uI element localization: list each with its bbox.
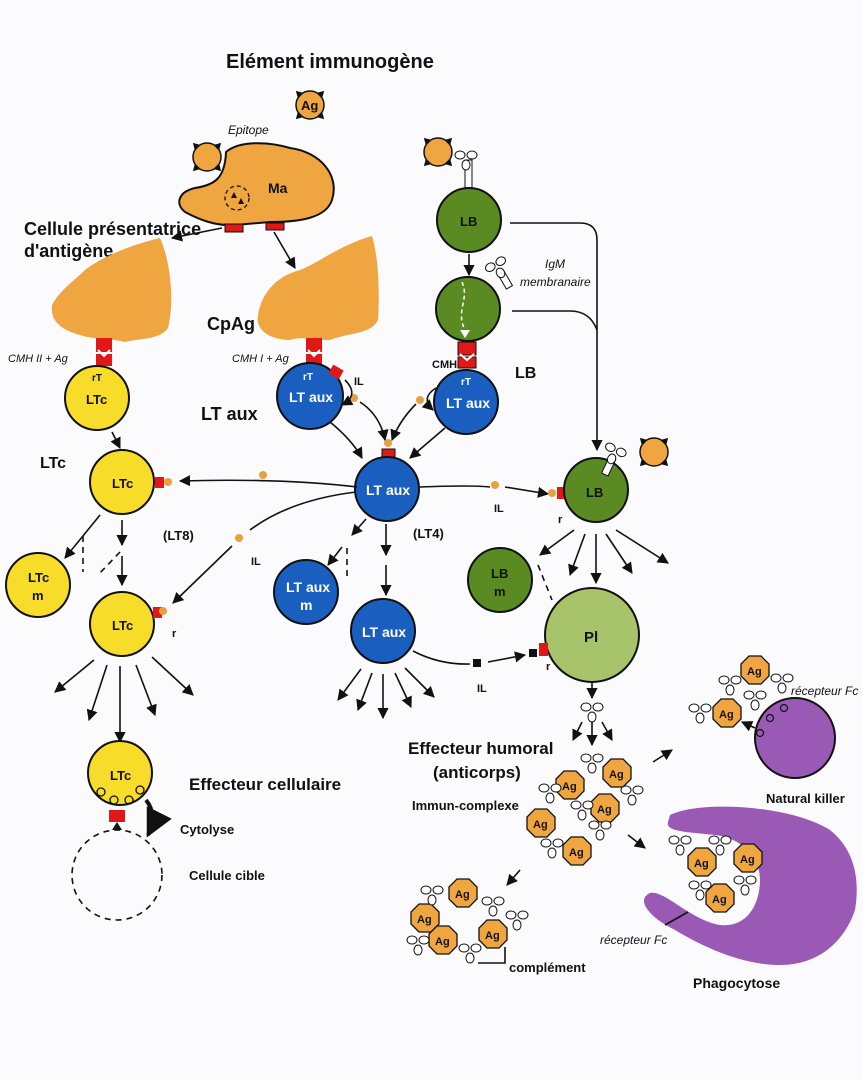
svg-text:Ag: Ag	[597, 804, 612, 816]
immun-complexe-label: Immun-complexe	[412, 798, 519, 813]
cytolyse-label: Cytolyse	[180, 822, 234, 837]
r-label-3: r	[546, 661, 551, 673]
phagocyte-complex: Ag Ag Ag	[668, 835, 763, 913]
svg-text:rT: rT	[92, 373, 102, 384]
ltc-cell-2: LTc	[89, 449, 155, 515]
apc-cell-cpag	[257, 236, 379, 340]
svg-text:Ag: Ag	[609, 769, 624, 781]
svg-text:LT aux: LT aux	[366, 482, 410, 498]
lb-cell-2	[435, 276, 501, 342]
effecteur-humoral-label: Effecteur humoral	[408, 739, 553, 758]
svg-text:m: m	[32, 588, 44, 603]
il-label-3: IL	[477, 683, 487, 695]
svg-text:LT aux: LT aux	[286, 579, 330, 595]
target-cell	[71, 829, 163, 921]
lt8-label: (LT8)	[163, 528, 194, 543]
ltc-effector-cell: LTc	[87, 740, 153, 806]
epitope-label: Epitope	[228, 123, 269, 137]
lb-memory-cell: LB m	[467, 547, 533, 613]
svg-text:Ag: Ag	[569, 847, 584, 859]
svg-text:LTc: LTc	[28, 570, 49, 585]
ltc-cell-1: rT LTc	[64, 365, 130, 431]
svg-text:m: m	[300, 597, 312, 613]
ma-label: Ma	[268, 180, 288, 196]
lt4-label: (LT4)	[413, 526, 444, 541]
anticorps-label: (anticorps)	[433, 763, 521, 782]
r-label-1: r	[172, 628, 177, 640]
ltc-side-label: LTc	[40, 455, 66, 472]
cmh2-label: CMH II + Ag	[8, 353, 69, 365]
cellule-cible-label: Cellule cible	[189, 868, 265, 883]
apc-cell-left	[51, 238, 172, 342]
svg-text:Ag: Ag	[301, 98, 318, 113]
igm-label-1: IgM	[545, 257, 565, 271]
recepteur-fc-label-1: récepteur Fc	[791, 684, 858, 698]
apc-label-2: d'antigène	[24, 241, 113, 261]
cpag-label: CpAg	[207, 314, 255, 334]
natural-killer-cell	[754, 697, 836, 779]
svg-text:LT aux: LT aux	[446, 395, 490, 411]
ltc-memory-cell: LTc m	[5, 552, 71, 618]
svg-text:Ag: Ag	[747, 666, 762, 678]
ltc-cell-3: LTc	[89, 591, 155, 657]
phagocyte-cell	[644, 806, 857, 965]
natural-killer-label: Natural killer	[766, 791, 845, 806]
lb-cell-1: LB	[436, 187, 502, 253]
phagocytose-label: Phagocytose	[693, 975, 780, 991]
nk-complex: Ag Ag	[688, 655, 794, 728]
antigen-lb-3	[624, 422, 684, 482]
apc-label: Cellule présentatrice	[24, 219, 201, 239]
il-label-1: IL	[354, 376, 364, 388]
cmh-label: CMH	[432, 359, 457, 371]
svg-text:rT: rT	[303, 372, 313, 383]
svg-text:Ag: Ag	[694, 858, 709, 870]
lt-aux-side-label: LT aux	[201, 404, 258, 424]
svg-text:Ag: Ag	[455, 889, 470, 901]
svg-text:Ag: Ag	[533, 819, 548, 831]
svg-text:m: m	[494, 584, 506, 599]
plasmocyte-cell: Pl	[544, 587, 640, 683]
lt-aux-memory-cell: LT aux m	[273, 559, 339, 625]
svg-text:LTc: LTc	[86, 392, 107, 407]
antigen-free: Ag	[280, 75, 340, 135]
immune-complex: Ag Ag Ag Ag Ag	[526, 753, 644, 866]
svg-text:Ag: Ag	[562, 781, 577, 793]
svg-text:LT aux: LT aux	[289, 389, 333, 405]
il-label-2: IL	[251, 556, 261, 568]
lb-side-label: LB	[515, 365, 536, 382]
svg-text:Ag: Ag	[417, 914, 432, 926]
il-label-4: IL	[494, 503, 504, 515]
r-label-2: r	[558, 514, 563, 526]
svg-text:LT aux: LT aux	[362, 624, 406, 640]
cmh1-label: CMH I + Ag	[232, 353, 290, 365]
svg-text:Ag: Ag	[712, 894, 727, 906]
effecteur-cellulaire-label: Effecteur cellulaire	[189, 775, 341, 794]
lt-aux-cell-2: rT LT aux	[433, 369, 499, 435]
lt-aux-cell-3: LT aux	[350, 598, 416, 664]
lt-aux-cell-1: rT LT aux	[276, 362, 344, 430]
lt-aux-cell-central: LT aux	[354, 456, 420, 522]
svg-text:LB: LB	[586, 485, 603, 500]
svg-text:Ag: Ag	[719, 709, 734, 721]
svg-text:Ag: Ag	[740, 854, 755, 866]
recepteur-fc-label-2: récepteur Fc	[600, 933, 667, 947]
lb-cell-3: LB	[563, 457, 629, 523]
svg-text:Pl: Pl	[584, 629, 598, 646]
svg-text:LB: LB	[491, 566, 508, 581]
complement-complex: Ag Ag Ag Ag	[406, 878, 529, 964]
igm-label-2: membranaire	[520, 275, 591, 289]
svg-text:LTc: LTc	[110, 768, 131, 783]
svg-text:Ag: Ag	[485, 930, 500, 942]
svg-text:LTc: LTc	[112, 618, 133, 633]
svg-text:LB: LB	[460, 214, 477, 229]
svg-text:rT: rT	[461, 377, 471, 388]
svg-text:Ag: Ag	[435, 936, 450, 948]
title: Elément immunogène	[226, 51, 434, 73]
complement-label: complément	[509, 960, 586, 975]
svg-text:LTc: LTc	[112, 476, 133, 491]
macrophage: Ma	[177, 127, 335, 233]
